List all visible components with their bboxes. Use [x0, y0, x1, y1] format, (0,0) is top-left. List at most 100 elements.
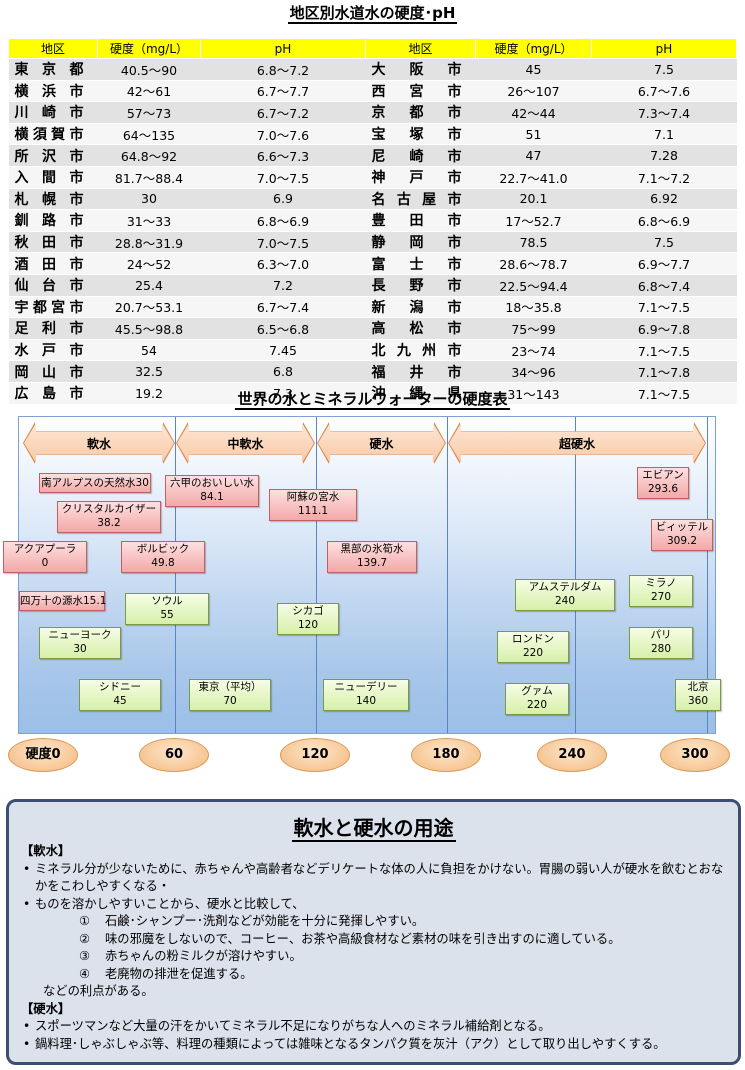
water-name: クリスタルカイザー: [61, 503, 157, 515]
ph-cell: 7.1～7.5: [591, 296, 737, 319]
ph-cell: 6.9～7.8: [591, 317, 737, 340]
hardness-cell: 47: [475, 144, 592, 167]
hardness-cell: 19.2: [97, 382, 201, 405]
ph-cell: 6.6～7.3: [200, 144, 366, 167]
area-cell: 足利市: [8, 317, 98, 340]
water-hardness: 70: [223, 695, 237, 707]
area-cell: 富士市: [365, 252, 476, 275]
water-name: ミラノ: [645, 577, 677, 589]
area-cell: 横須賀市: [8, 123, 98, 146]
header-area-left: 地区: [8, 38, 98, 59]
chart-title: 世界の水とミネラルウォーターの硬度表: [235, 390, 510, 410]
soft-bullet-1: ミネラル分が少ないために、赤ちゃんや高齢者などデリケートな体の人に負担をかけない…: [21, 861, 726, 896]
scale-180: 180: [411, 738, 481, 772]
band-label-very-hard: 超硬水: [558, 437, 595, 451]
water-box: 東京（平均） 70: [189, 679, 271, 711]
ph-cell: 7.2: [200, 274, 366, 297]
band-label-hard: 硬水: [369, 437, 394, 451]
water-box: アクアプーラ 0: [3, 541, 87, 573]
water-name: ソウル: [151, 595, 183, 607]
water-hardness: 139.7: [356, 557, 388, 569]
area-cell: 西宮市: [365, 80, 476, 103]
header-area-right: 地区: [365, 38, 476, 59]
ph-cell: 7.1～7.8: [591, 360, 737, 383]
scale-240: 240: [537, 738, 607, 772]
divider-line: [707, 417, 708, 733]
scale-300: 300: [660, 738, 730, 772]
hardness-cell: 40.5～90: [97, 58, 201, 81]
hardness-cell: 23～74: [475, 339, 592, 362]
water-box: 四万十の源水15.1: [19, 591, 107, 611]
water-hardness: 220: [526, 699, 548, 711]
area-cell: 横浜市: [8, 80, 98, 103]
hardness-cell: 42～44: [475, 101, 592, 124]
ph-cell: 7.0～7.6: [200, 123, 366, 146]
ph-cell: 7.1～7.5: [591, 339, 737, 362]
area-cell: 静岡市: [365, 231, 476, 254]
water-hardness: 240: [554, 595, 576, 607]
hardness-cell: 32.5: [97, 360, 201, 383]
notes-title: 軟水と硬水の用途: [291, 816, 456, 842]
area-cell: 秋田市: [8, 231, 98, 254]
divider-line: [316, 417, 317, 733]
hardness-cell: 25.4: [97, 274, 201, 297]
hardness-cell: 22.5～94.4: [475, 274, 592, 297]
ph-cell: 6.8～6.9: [591, 209, 737, 232]
water-name: 東京（平均）: [198, 681, 262, 693]
usage-notes: 軟水と硬水の用途 【軟水】 ミネラル分が少ないために、赤ちゃんや高齢者などデリケ…: [6, 799, 741, 1065]
ph-cell: 6.8～7.2: [200, 58, 366, 81]
water-hardness: 0: [41, 557, 49, 569]
area-cell: 豊田市: [365, 209, 476, 232]
area-cell: 所沢市: [8, 144, 98, 167]
area-cell: 入間市: [8, 166, 98, 189]
hardness-cell: 64～135: [97, 123, 201, 146]
water-hardness: 15.1: [83, 595, 107, 607]
area-cell: 京都市: [365, 101, 476, 124]
hardness-cell: 30: [97, 188, 201, 211]
water-name: アムステルダム: [528, 581, 602, 593]
hardness-cell: 42～61: [97, 80, 201, 103]
hardness-cell: 28.8～31.9: [97, 231, 201, 254]
area-cell: 仙台市: [8, 274, 98, 297]
water-name: アクアプーラ: [13, 543, 77, 555]
water-name: パリ: [650, 629, 672, 641]
hardness-cell: 28.6～78.7: [475, 252, 592, 275]
water-hardness: 120: [297, 619, 319, 631]
water-hardness: 111.1: [297, 505, 329, 517]
ph-cell: 6.9～7.7: [591, 252, 737, 275]
scale-0: 硬度0: [8, 738, 78, 772]
hardness-cell: 57～73: [97, 101, 201, 124]
band-label-soft: 軟水: [86, 437, 111, 451]
water-name: ニューデリー: [334, 681, 398, 693]
ph-cell: 7.1: [591, 123, 737, 146]
hardness-cell: 20.7～53.1: [97, 296, 201, 319]
hardness-cell: 34～96: [475, 360, 592, 383]
water-name: エビアン: [642, 469, 684, 481]
area-cell: 川崎市: [8, 101, 98, 124]
water-hardness: 309.2: [666, 535, 698, 547]
hardness-cell: 31～143: [475, 382, 592, 405]
ph-cell: 7.1～7.5: [591, 382, 737, 405]
area-cell: 神戸市: [365, 166, 476, 189]
ph-cell: 7.0～7.5: [200, 166, 366, 189]
area-cell: 尼崎市: [365, 144, 476, 167]
water-name: シドニー: [99, 681, 141, 693]
ph-cell: 6.9: [200, 188, 366, 211]
